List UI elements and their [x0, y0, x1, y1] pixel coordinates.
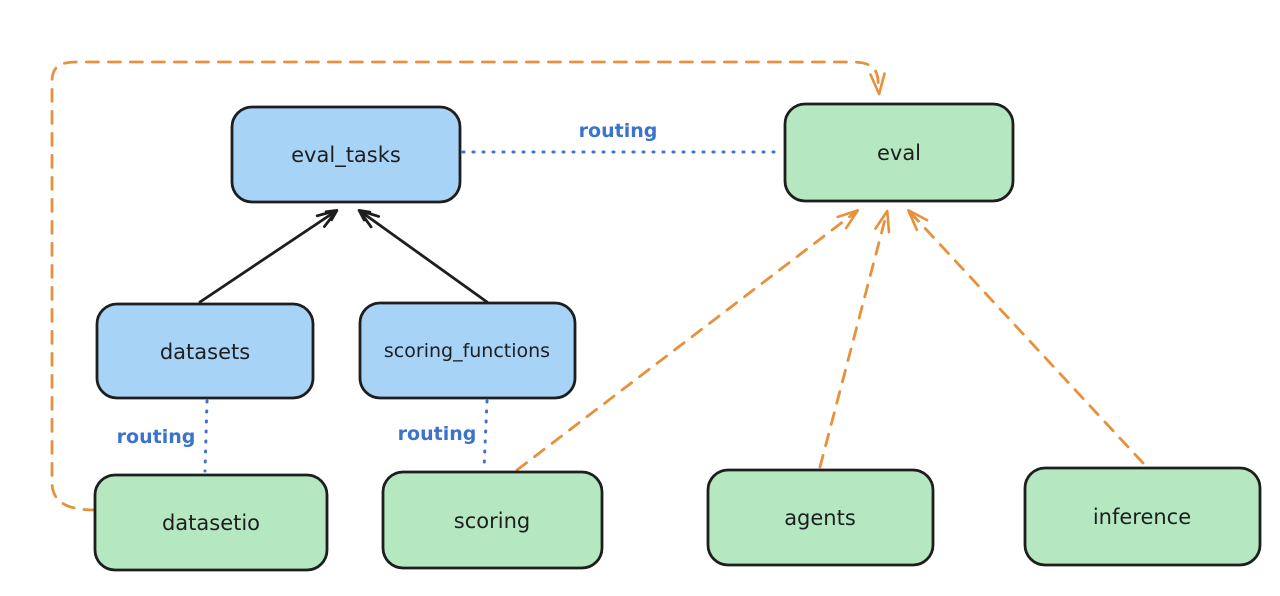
node-scoring-functions: scoring_functions: [358, 301, 577, 400]
edge-scoring-functions-to-eval-tasks: [357, 208, 489, 304]
node-datasets-label: datasets: [160, 340, 250, 364]
edge-datasets-to-datasetio-routing: [203, 399, 209, 473]
node-agents: agents: [706, 468, 935, 567]
routing-label-eval-tasks-eval: routing: [579, 120, 658, 142]
orange-arrows: [50, 60, 1145, 512]
node-datasetio-label: datasetio: [162, 511, 260, 535]
node-inference-label: inference: [1093, 505, 1191, 529]
node-eval-label: eval: [877, 141, 921, 165]
routing-label-datasets-datasetio: routing: [117, 426, 196, 448]
edge-agents-to-eval: [818, 209, 891, 469]
edge-scoring-functions-to-scoring-routing: [482, 399, 489, 471]
routing-labels: routing routing routing: [117, 120, 658, 448]
edge-inference-to-eval: [907, 208, 1145, 465]
node-agents-label: agents: [784, 506, 856, 530]
node-eval: eval: [783, 102, 1015, 203]
node-datasets-box: [95, 302, 315, 400]
node-eval-box: [783, 102, 1015, 203]
routing-label-scoring-functions-scoring: routing: [398, 423, 477, 445]
routing-links: [203, 150, 784, 473]
node-scoring: scoring: [381, 470, 604, 570]
node-eval-tasks-box: [230, 105, 462, 204]
edge-scoring-to-eval: [515, 209, 860, 472]
diagram-nodes: eval_tasks eval datasets scoring_functio…: [93, 102, 1262, 572]
node-scoring-functions-label: scoring_functions: [384, 340, 550, 362]
black-arrows: [198, 208, 489, 304]
node-agents-box: [706, 468, 935, 567]
node-eval-tasks: eval_tasks: [230, 105, 462, 204]
node-scoring-box: [381, 470, 604, 570]
edge-datasetio-to-eval: [50, 60, 886, 512]
node-inference: inference: [1023, 466, 1262, 567]
node-eval-tasks-label: eval_tasks: [291, 143, 401, 168]
edge-datasets-to-eval-tasks: [198, 209, 339, 304]
node-inference-box: [1023, 466, 1262, 567]
node-datasets: datasets: [95, 302, 315, 400]
node-datasetio-box: [93, 473, 329, 572]
node-scoring-functions-box: [358, 301, 577, 400]
node-datasetio: datasetio: [93, 473, 329, 572]
node-scoring-label: scoring: [454, 509, 530, 533]
